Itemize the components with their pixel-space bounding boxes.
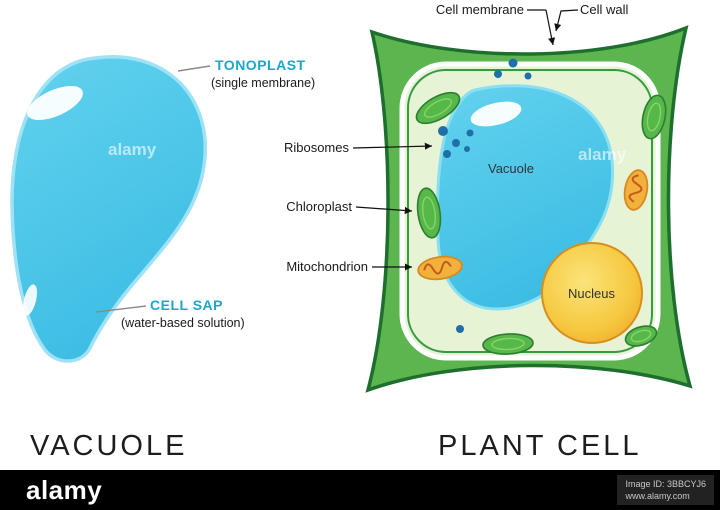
watermark-text: alamy [498,366,547,385]
watermark-text: alamy [578,145,627,164]
cell-sap-leader-line [95,305,147,313]
watermark-text: alamy [108,140,157,159]
chloroplast-label: Chloroplast [286,199,352,214]
vacuole-body [10,55,207,363]
cell-membrane-label: Cell membrane [436,2,524,17]
alamy-url[interactable]: www.alamy.com [625,491,690,501]
nucleus-label: Nucleus [568,286,615,301]
plant-cell-title: PLANT CELL [438,430,642,462]
plant-cell-labels: Cell membrane Cell wall Ribosomes Chloro… [284,2,629,274]
vacuole-illustration: alamy [10,55,207,363]
cell-sap-sublabel: (water-based solution) [121,316,245,330]
nucleus-shape [541,242,643,344]
chloroplast-shape [482,333,534,355]
tonoplast-sublabel: (single membrane) [211,76,315,90]
cell-vacuole-highlight [470,101,522,127]
mitochondrion-label: Mitochondrion [286,259,368,274]
mitochondrion-shape [417,255,463,281]
ribosomes-label: Ribosomes [284,140,350,155]
alamy-logo: alamy [26,474,103,505]
vacuole-title: VACUOLE [30,430,188,462]
chloroplast-shape [415,91,461,125]
cell-sap-label: CELL SAP [150,297,223,313]
tonoplast-leader-line [177,65,211,72]
chloroplasts [415,91,667,355]
vacuole-highlight-small [23,284,37,316]
vacuole-plant-cell-diagram: alamy TONOPLAST (single membrane) CELL S… [10,2,693,393]
image-id-box: Image ID: 3BBCYJ6 www.alamy.com [617,474,714,506]
image-id: Image ID: 3BBCYJ6 [625,478,706,489]
mitochondria [417,169,649,281]
alamy-footer-bar: alamy Image ID: 3BBCYJ6 www.alamy.com [0,470,720,510]
vacuole-labels: TONOPLAST (single membrane) CELL SAP (wa… [95,57,315,330]
vacuole-highlight [27,85,83,121]
cell-wall-label: Cell wall [580,2,629,17]
ribosomes [438,58,532,333]
vacuole-inner-label: Vacuole [488,161,534,176]
plant-cell-illustration: Vacuole Nucleus [365,25,693,393]
tonoplast-label: TONOPLAST [215,57,306,73]
